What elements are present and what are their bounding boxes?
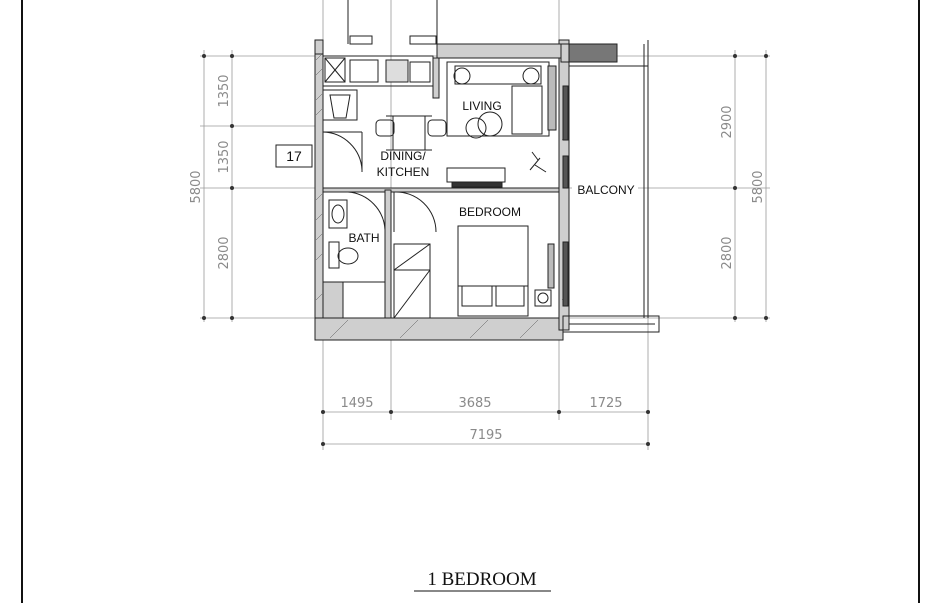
dim-bottom-2: 3685: [458, 396, 491, 411]
room-label-balcony: BALCONY: [577, 183, 634, 197]
bedroom-door: [393, 191, 437, 233]
plan-title: 1 BEDROOM: [427, 569, 536, 590]
dim-right-bottom: 2800: [720, 236, 735, 269]
balcony-area: [562, 40, 660, 333]
dim-right-top: 2900: [720, 105, 735, 138]
sofa: [446, 61, 557, 139]
wall-hatch: [315, 53, 569, 339]
dining-set: [375, 115, 447, 151]
dim-left-mid: 1350: [217, 140, 232, 173]
unit-number: 17: [286, 148, 302, 164]
upper-plan-fragment: [347, 0, 438, 45]
plant-icon: [529, 151, 547, 173]
room-label-living: LIVING: [462, 99, 501, 113]
dim-left-top: 1350: [217, 74, 232, 107]
room-label-dining: DINING/: [380, 149, 426, 163]
dimension-grid: [200, 0, 770, 450]
entry-door: [322, 131, 363, 172]
tv-unit: [446, 167, 506, 188]
wardrobe: [393, 243, 431, 319]
walls: [314, 39, 618, 341]
dim-left-bottom: 2800: [217, 236, 232, 269]
dim-right-total: 5800: [751, 170, 766, 203]
dim-left-total: 5800: [189, 170, 204, 203]
room-label-bath: BATH: [348, 231, 379, 245]
bed: [457, 225, 555, 317]
room-label-bedroom: BEDROOM: [459, 205, 521, 219]
dim-bottom-total: 7195: [469, 428, 502, 443]
dimension-ticks: [202, 54, 768, 446]
bathroom-fixtures: [328, 191, 386, 283]
kitchen-counter: [322, 55, 434, 121]
room-label-kitchen: KITCHEN: [377, 165, 430, 179]
dim-bottom-1: 1495: [340, 396, 373, 411]
dim-bottom-3: 1725: [589, 396, 622, 411]
unit-number-box: [275, 144, 313, 168]
